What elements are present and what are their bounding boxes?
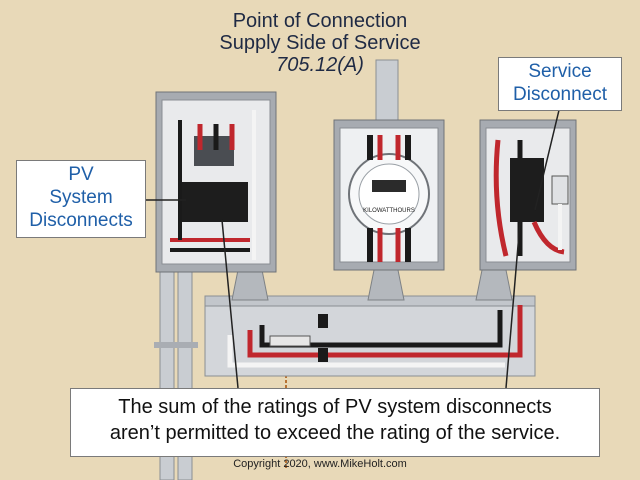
pv-callout-line-1: PV [68,164,94,185]
service-neutral-terminal [551,175,569,205]
title-line-2: Supply Side of Service [219,32,421,54]
diagram-title: Point of Connection Supply Side of Servi… [170,10,470,76]
wireway-black-conductor [259,310,503,348]
rating-rule-callout: The sum of the ratings of PV system disc… [70,388,600,457]
title-code: 705.12(A) [276,54,364,76]
neutral-bar [269,335,311,347]
wireway-white-conductor [227,335,505,368]
pointer-rule-left [221,219,239,389]
pointer-service [534,105,561,211]
service-breaker [510,158,544,222]
title-line-1: Point of Connection [232,10,408,32]
service-disconnect-callout: Service Disconnect [498,57,622,111]
conduit-clamp [154,342,198,348]
service-callout-line-1: Service [528,61,592,82]
pv-disconnects-callout: PV System Disconnects [16,160,146,238]
pv-breaker-bank [182,182,248,222]
pv-callout-line-3: Disconnects [29,210,133,231]
rule-line-1: The sum of the ratings of PV system disc… [118,396,552,418]
pv-callout-line-2: System [49,187,113,208]
meter-enclosure [333,119,445,271]
service-callout-line-2: Disconnect [513,84,607,105]
splice-connectors [318,314,328,362]
meter-label: KILOWATTHOURS [363,208,415,214]
service-disconnect-panel [479,119,577,271]
wireway-red-conductor [247,305,523,358]
pointer-rule-right [505,221,521,389]
copyright-notice: Copyright 2020, www.MikeHolt.com [233,458,407,470]
pv-disconnect-panel [155,91,277,273]
rule-line-2: aren’t permitted to exceed the rating of… [109,422,561,444]
conduit-fittings [231,269,513,301]
